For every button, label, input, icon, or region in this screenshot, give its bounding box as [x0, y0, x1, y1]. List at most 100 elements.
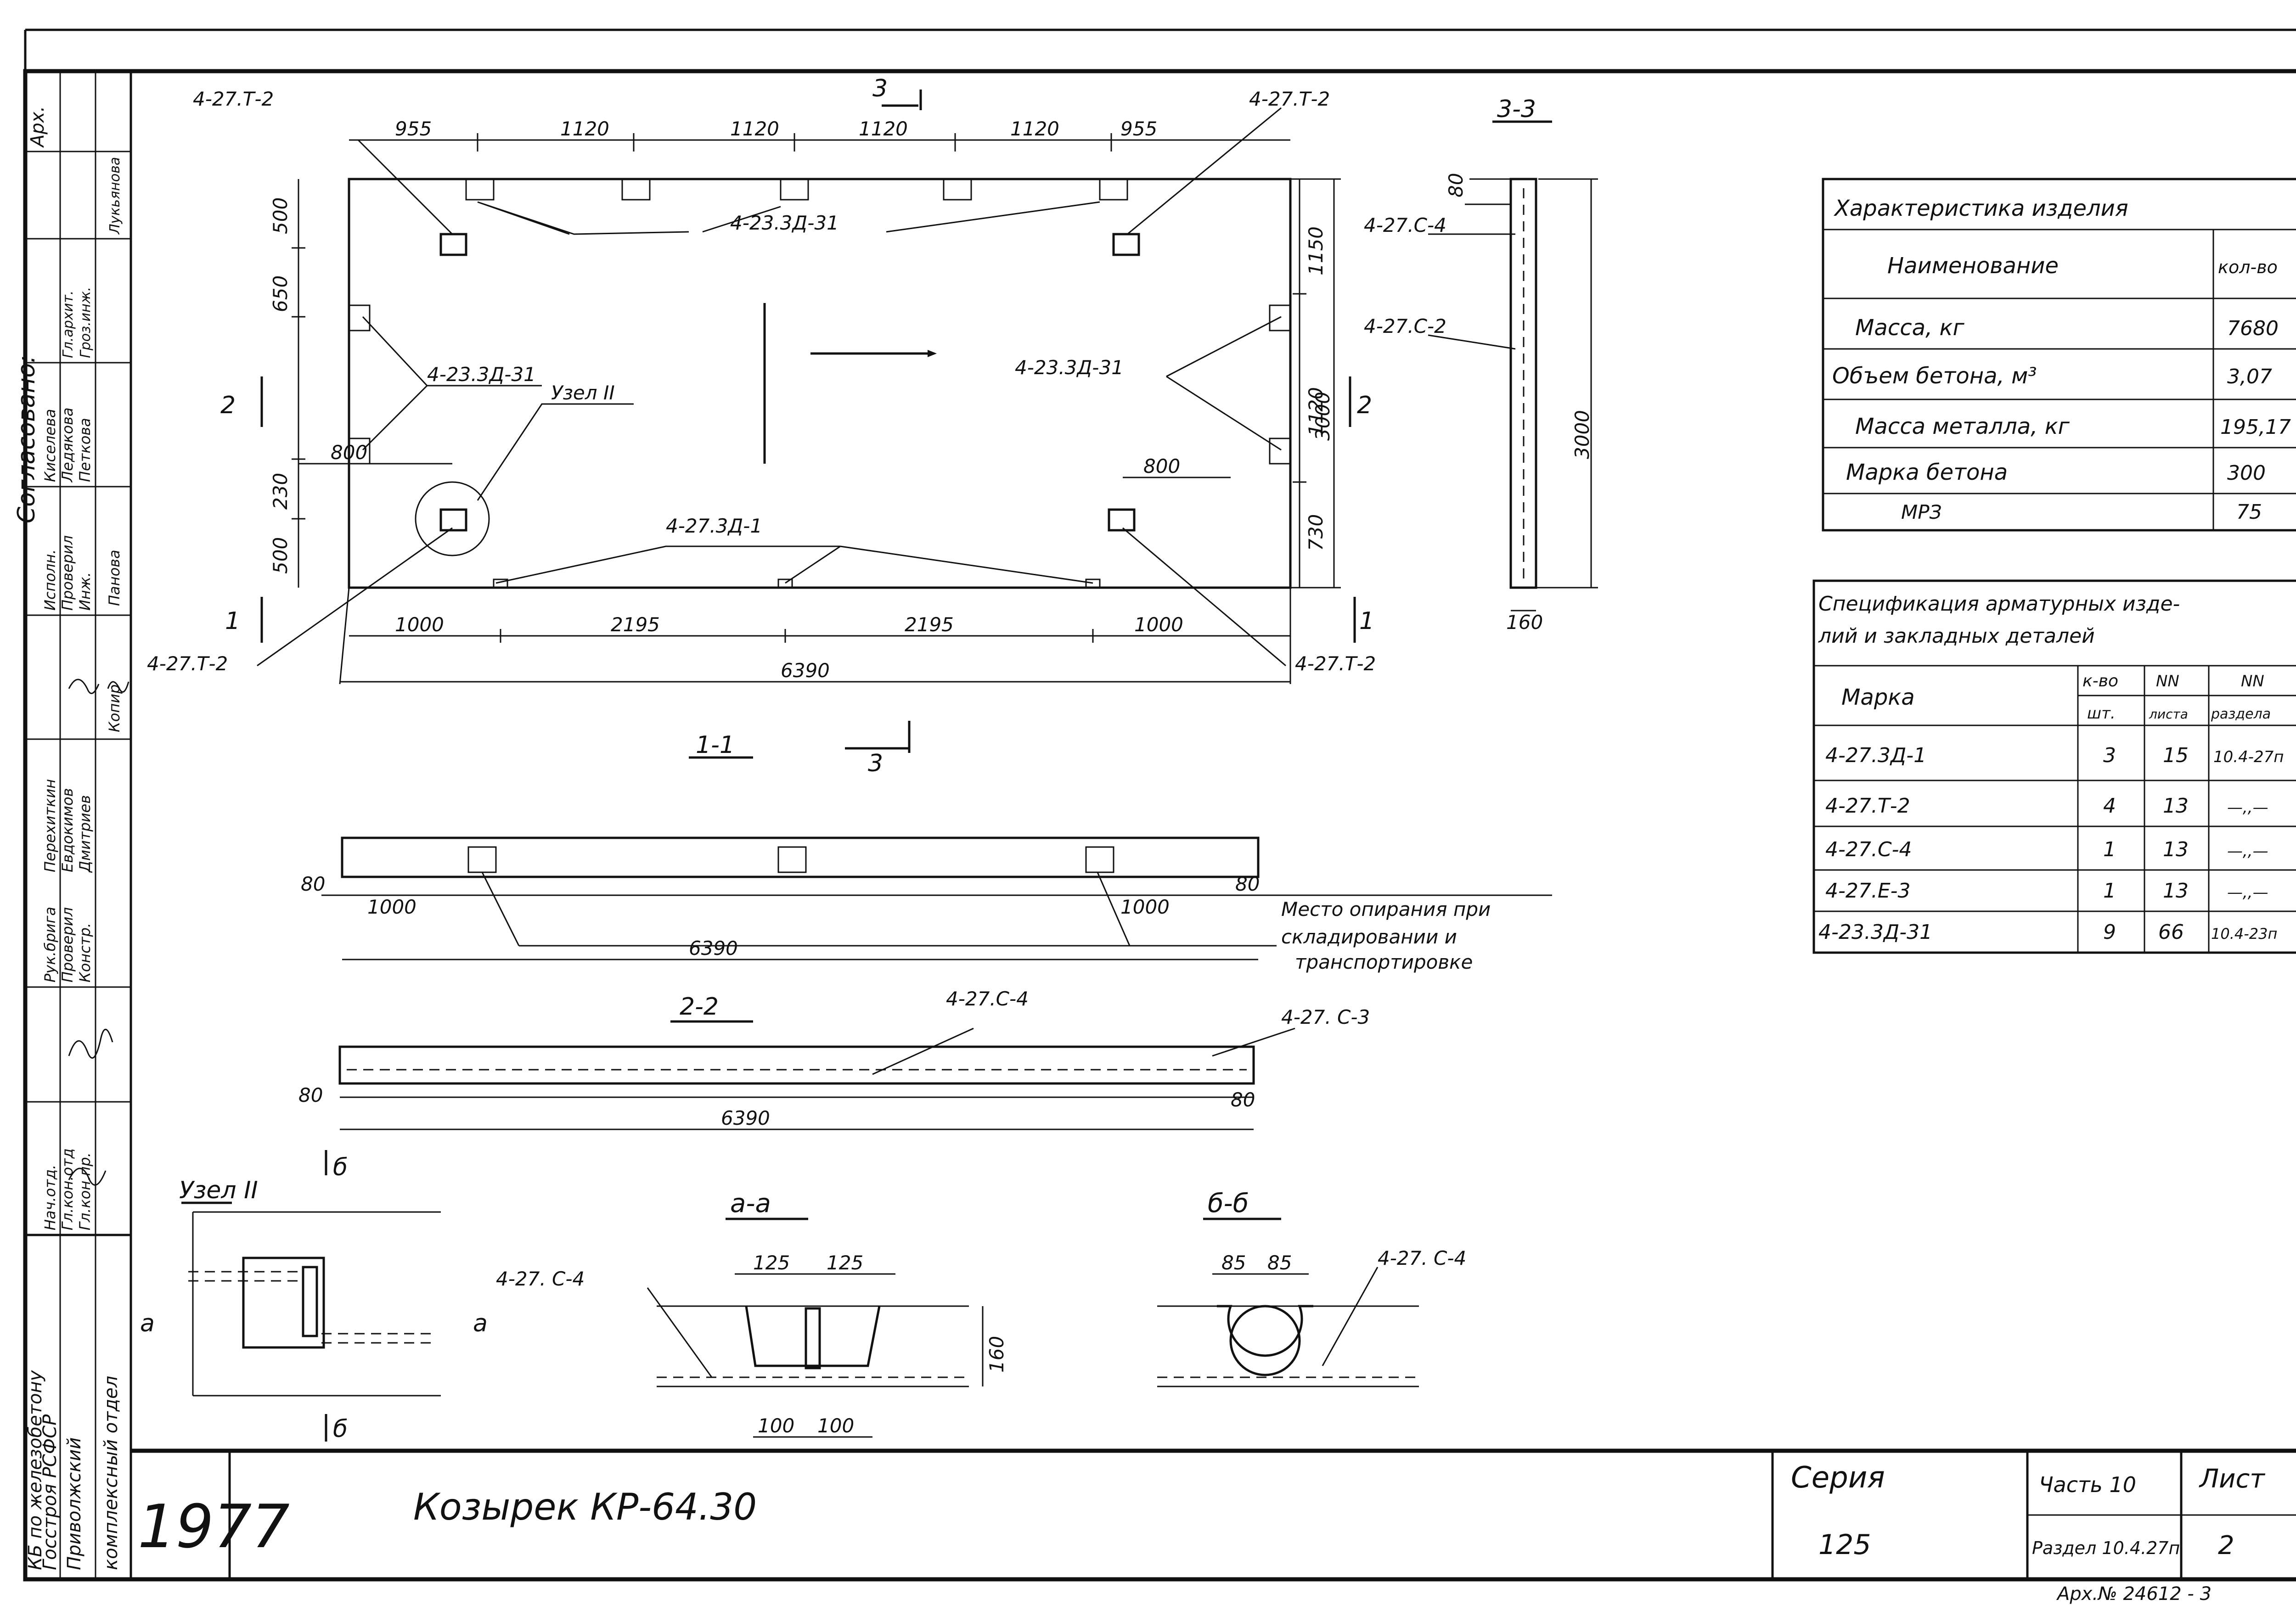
- spec-section: —,,—: [2227, 883, 2268, 902]
- spec-qty: 4: [2103, 794, 2116, 818]
- embed-zd1: [1085, 578, 1101, 589]
- dim-left: 230: [269, 473, 292, 510]
- spec-mark: 4-27.3Д-1: [1825, 744, 1926, 767]
- stamp-org-line4: комплексный отдел: [101, 1376, 122, 1570]
- embed-zd1: [493, 578, 508, 589]
- embed-top: [465, 178, 495, 201]
- section-mark-2: 2: [220, 392, 236, 419]
- section-title: б-б: [1208, 1189, 1249, 1218]
- spec-mark: 4-27.С-4: [1825, 838, 1912, 861]
- stamp-name: Дмитриев: [76, 795, 94, 873]
- spec-qty: 3: [2103, 744, 2116, 767]
- column-header: NN: [2156, 672, 2179, 690]
- section-title: 3-3: [1497, 95, 1536, 123]
- dim-top: 1120: [560, 118, 609, 140]
- row-value: 300: [2227, 461, 2266, 485]
- dim-80: 80: [298, 1084, 323, 1106]
- dim-85: 85: [1267, 1251, 1292, 1274]
- stamp-role: Исполн.: [41, 549, 59, 611]
- embed-top: [621, 178, 651, 201]
- dim-right: 1150: [1305, 226, 1327, 275]
- section-2-2-labels: 2-2 4-27.С-4 4-27. С-3 80 80 6390: [298, 988, 1370, 1129]
- stamp-role: Констр.: [76, 923, 94, 982]
- loop-t2: [1108, 508, 1136, 532]
- row-value: 7680: [2227, 317, 2279, 340]
- dim-bottom: 1000: [395, 613, 444, 636]
- dim-160: 160: [985, 1336, 1008, 1373]
- spec-section: 10.4-27п: [2213, 748, 2284, 766]
- section-title: а-а: [730, 1189, 771, 1218]
- section-aa: [647, 1218, 984, 1438]
- stamp-arch-name: Гроз.инж.: [78, 287, 94, 358]
- dim-80: 80: [1445, 173, 1467, 197]
- embed-right: [1269, 438, 1291, 465]
- node-ii: [181, 1150, 441, 1442]
- spec-section: —,,—: [2227, 798, 2268, 817]
- cut-mark-b: б: [333, 1154, 348, 1181]
- dim-6390: 6390: [689, 937, 738, 960]
- label-zd1: 4-27.3Д-1: [666, 515, 762, 537]
- characteristics-table: [1822, 178, 2296, 532]
- table-title: лий и закладных деталей: [1818, 624, 2095, 648]
- embed-top: [943, 178, 972, 201]
- stamp-role: Гл.кон.отд: [59, 1148, 76, 1230]
- dim-top: 1120: [859, 118, 908, 140]
- spec-section: 10.4-23п: [2211, 925, 2277, 943]
- stamp-arch-name: Лукьянова: [107, 157, 123, 235]
- row-name: Марка бетона: [1846, 460, 2008, 485]
- dim-100: 100: [817, 1414, 854, 1437]
- column-header: шт.: [2087, 704, 2116, 723]
- dim-bottom: 1000: [1134, 613, 1183, 636]
- node-ii-labels: Узел II б б а а: [140, 1154, 488, 1443]
- dim-100: 100: [758, 1414, 794, 1437]
- section-title: 1-1: [696, 731, 735, 759]
- stamp-role: Копир: [106, 685, 123, 732]
- spec-sheet: 13: [2163, 879, 2189, 903]
- spec-qty: 9: [2103, 920, 2116, 944]
- loop-t2: [439, 508, 467, 532]
- section-bb-labels: б-б 4-27. С-4 85 85: [1208, 1189, 1466, 1274]
- stamp-name: Евдокимов: [59, 788, 76, 872]
- label-zd31: 4-23.3Д-31: [730, 212, 839, 234]
- dim-80: 80: [1231, 1089, 1255, 1111]
- label-t2: 4-27.Т-2: [1295, 652, 1376, 675]
- dim-top: 1120: [730, 118, 779, 140]
- column-header: Наименование: [1887, 253, 2059, 279]
- dim-height: 3000: [1311, 392, 1334, 441]
- label-c4: 4-27.С-4: [1364, 214, 1446, 236]
- stamp-role: Инж.: [76, 572, 94, 611]
- section-1-1: [321, 721, 1552, 960]
- section-mark-3: 3: [868, 750, 883, 777]
- label-t2: 4-27.Т-2: [193, 88, 274, 110]
- plan-labels: 4-27.Т-2 4-27.Т-2 4-27.Т-2 4-27.Т-2 4-23…: [147, 75, 1376, 682]
- sheet-label: Лист: [2199, 1464, 2265, 1494]
- dim-right: 1120: [1305, 387, 1327, 436]
- spec-mark: 4-27.Е-3: [1825, 879, 1911, 903]
- dim-top: 955: [395, 118, 432, 140]
- section-3-3-labels: 3-3 4-27.С-4 4-27.С-2 80 3000 160: [1364, 95, 1593, 634]
- dim-1000: 1000: [1120, 896, 1170, 918]
- support-note: транспортировке: [1295, 951, 1473, 973]
- label-c2: 4-27.С-2: [1364, 315, 1446, 337]
- dim-80: 80: [301, 873, 325, 895]
- stamp-org-line3: Приволжский: [64, 1437, 85, 1570]
- column-header: к-во: [2082, 672, 2118, 690]
- dim-800-right: 800: [1143, 455, 1180, 477]
- stamp-name: Петкова: [76, 418, 94, 482]
- label-zd31: 4-23.3Д-31: [1015, 356, 1124, 379]
- plan-view: [257, 90, 1356, 685]
- dim-6390: 6390: [721, 1107, 770, 1129]
- spec-sheet: 13: [2163, 794, 2189, 818]
- series-label: Серия: [1791, 1461, 1885, 1495]
- spec-mark: 4-23.3Д-31: [1818, 920, 1932, 944]
- cut-mark-a: а: [140, 1310, 155, 1337]
- cut-mark-b: б: [333, 1415, 348, 1443]
- spec-section: —,,—: [2227, 842, 2268, 860]
- stamp-signatures: [68, 679, 129, 1186]
- row-value: 195,17: [2220, 415, 2291, 439]
- part-label: Часть 10: [2039, 1472, 2136, 1497]
- section-mark-1: 1: [225, 607, 240, 635]
- sheet-value: 2: [2218, 1531, 2234, 1560]
- embed-left: [348, 304, 371, 331]
